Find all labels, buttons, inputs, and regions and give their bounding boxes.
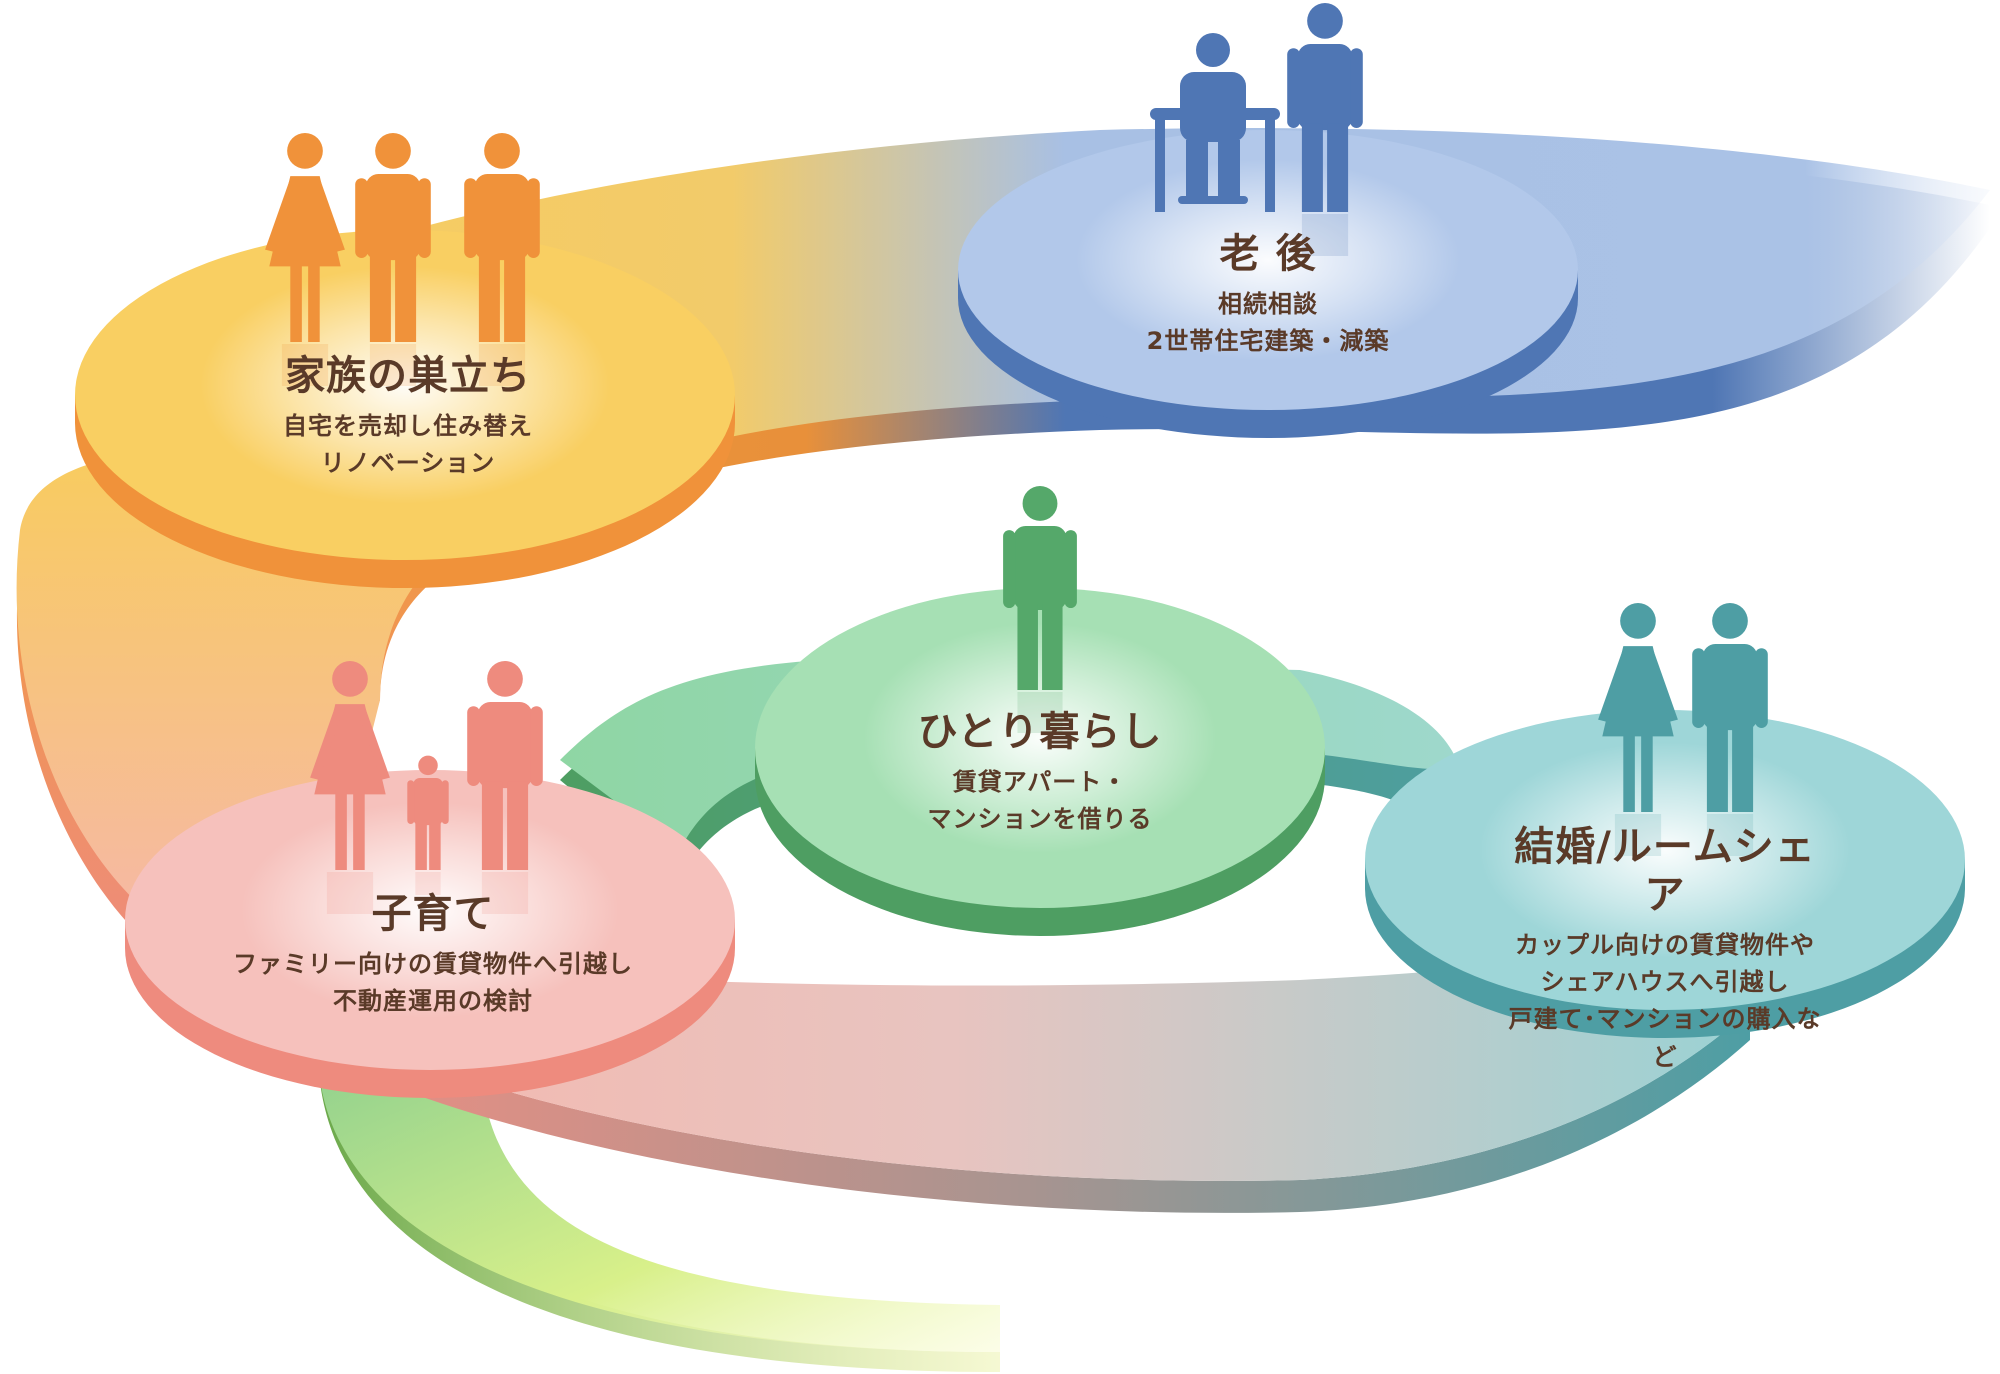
stage-marriage-line: カップル向けの賃貸物件や [1515,931,1815,959]
adult-family-icon [265,133,540,386]
platform-single [755,588,1325,936]
man-icon [464,133,540,386]
mother-icon [310,661,390,914]
couple-icon [1598,603,1768,856]
man-icon [1692,603,1768,856]
caregiver-icon [1287,3,1363,256]
stage-marriage-line: シェアハウスへ引越し [1540,968,1790,997]
stage-single-line: 賃貸アパート・ [952,768,1128,796]
stage-childcare-title: 子育て [371,891,495,937]
woman-icon [265,133,345,386]
stage-marriage-title: 結婚/ルームシェア [1514,824,1816,918]
stage-nest-line: リノベーション [320,449,496,478]
woman-icon [1598,603,1678,856]
child-icon [407,755,449,895]
path-tail [318,1050,1000,1352]
family-with-child-icon [310,661,543,914]
stage-nest-line: 自宅を売却し住み替え [283,412,533,440]
stage-marriage-line: 戸建て･マンションの購入など [1508,1005,1822,1071]
wheelchair-elderly-icon [1150,3,1363,256]
stage-retirement-title: 老 後 [1219,231,1317,277]
father-icon [467,661,543,914]
stage-nest: 家族の巣立ち 自宅を売却し住み替え リノベーション [283,352,533,482]
man-icon [355,133,431,386]
stage-retirement-line: 相続相談 [1217,290,1318,318]
single-person-icon [1003,486,1077,733]
stage-childcare-desc: ファミリー向けの賃貸物件へ引越し 不動産運用の検討 [233,946,633,1020]
stage-single-desc: 賃貸アパート・ マンションを借りる [918,764,1163,838]
stage-single-line: マンションを借りる [927,805,1153,834]
stage-childcare-line: 不動産運用の検討 [333,987,533,1016]
stage-single-title: ひとり暮らし [917,709,1163,755]
stage-retirement: 老 後 相続相談 2世帯住宅建築・減築 [1147,230,1390,360]
platform-retirement [958,130,1578,438]
stage-nest-title: 家族の巣立ち [285,353,531,399]
stage-single: ひとり暮らし 賃貸アパート・ マンションを借りる [918,708,1163,838]
stage-nest-desc: 自宅を売却し住み替え リノベーション [283,408,533,482]
stage-retirement-desc: 相続相談 2世帯住宅建築・減築 [1147,286,1390,360]
stage-childcare: 子育て ファミリー向けの賃貸物件へ引越し 不動産運用の検討 [233,890,633,1020]
stage-childcare-line: ファミリー向けの賃貸物件へ引越し [233,950,633,978]
stage-marriage: 結婚/ルームシェア カップル向けの賃貸物件や シェアハウスへ引越し 戸建て･マン… [1498,823,1833,1076]
platform-marriage [1365,710,1965,1038]
stage-marriage-desc: カップル向けの賃貸物件や シェアハウスへ引越し 戸建て･マンションの購入など [1498,927,1833,1076]
platform-nest [75,230,735,588]
stage-retirement-line: 2世帯住宅建築・減築 [1146,327,1390,356]
